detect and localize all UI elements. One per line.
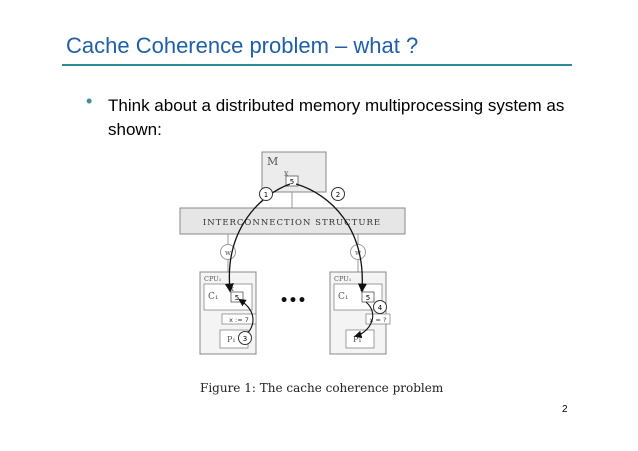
interconnect-bar [179,207,406,235]
cache-left-cell [230,291,244,303]
memory-var: x [284,169,289,178]
bus-left-box [221,313,257,325]
switch-right [350,244,366,260]
cache-coherence-diagram: M x 5 INTERCONNECTION STRUCTURE w w CPU₁… [179,151,406,355]
proc-left-label: P₁ [227,335,236,344]
more-cpus-ellipsis: ••• [280,293,307,309]
step-2-marker [331,187,345,201]
cache-right-value: 5 [366,294,370,302]
step-4-marker [373,300,387,314]
step-4-label: 4 [378,304,383,312]
cache-left-value: 5 [235,294,239,302]
proc-right-box [345,329,375,349]
bus-right-text: x = ? [370,316,387,324]
step-2-label: 2 [336,191,340,199]
memory-label: M [267,155,278,168]
bus-left-text: x := 7 [229,316,249,324]
switch-left-label: w [225,249,231,257]
slide-title: Cache Coherence problem – what ? [66,33,419,58]
interconnect-label: INTERCONNECTION STRUCTURE [203,218,381,228]
switch-right-label: w [355,249,361,257]
cache-right-cell [361,291,375,303]
step-1-marker [259,187,273,201]
step-3-marker [238,331,252,345]
step-3-label: 3 [243,335,247,343]
cache-left-label: C₁ [208,292,219,302]
memory-cell [285,175,299,187]
bus-right-box [365,313,391,325]
read-arrow-right-proc [353,301,374,339]
figure-caption: Figure 1: The cache coherence problem [200,381,444,395]
page-number: 2 [562,404,568,415]
proc-right-label: P₁ [353,335,362,344]
bullet-text: Think about a distributed memory multipr… [108,96,565,139]
read-arrow-right [295,183,367,293]
memory-value: 5 [290,178,294,186]
read-arrow-left [224,183,291,293]
cpu-right-label: CPU₁ [334,275,352,283]
step-1-label: 1 [264,191,268,199]
cache-right-label: C₁ [338,292,349,302]
title-divider [62,64,572,66]
cpu-left-label: CPU₁ [204,275,222,283]
bullet-dot-icon: • [86,91,93,111]
